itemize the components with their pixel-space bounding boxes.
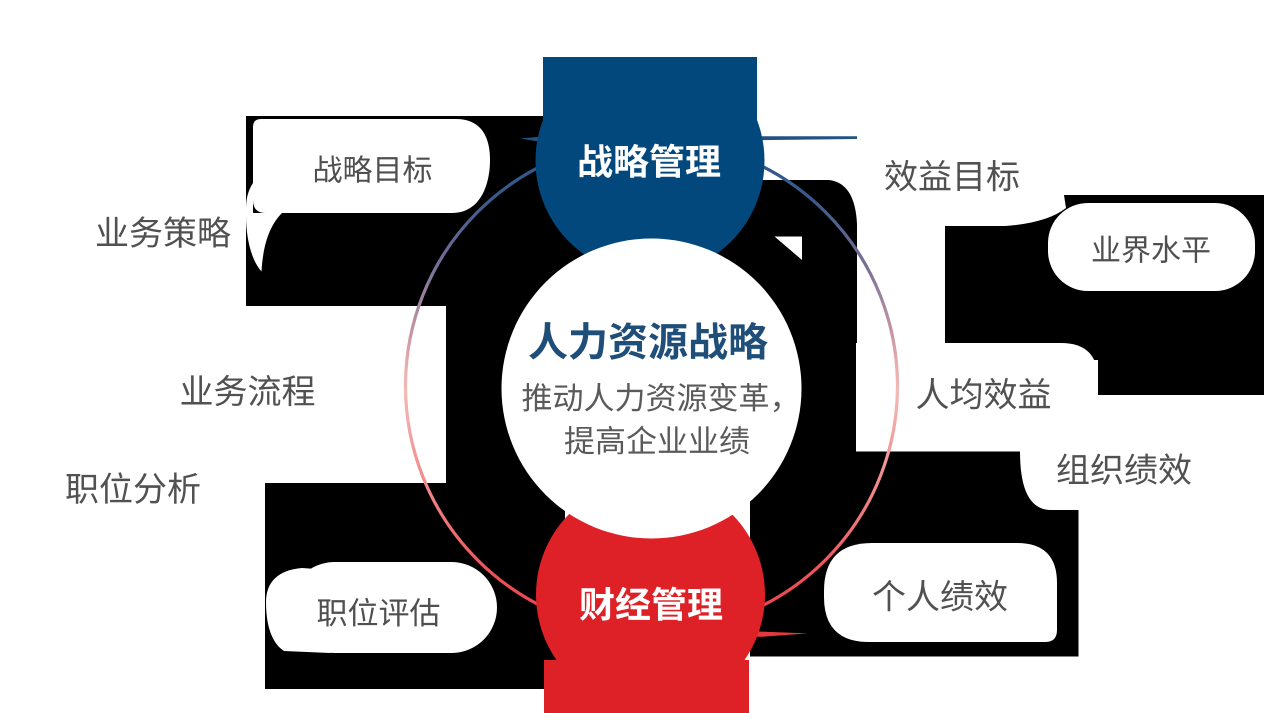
center-title: 人力资源战略 [528, 310, 768, 368]
white-notch-triangle [774, 236, 802, 260]
bottom-node-label: 财经管理 [579, 577, 723, 629]
label-business-strategy: 业务策略 [95, 206, 231, 255]
bubble-job-evaluation [289, 562, 497, 653]
label-per-capita-benefit: 人均效益 [916, 368, 1052, 417]
black-patch-center-right [750, 180, 857, 657]
top-node-shape [535, 57, 765, 276]
bubbles [246, 119, 1255, 653]
center-circle [501, 238, 802, 539]
bubble-strategy-goal [253, 119, 490, 213]
label-business-process: 业务流程 [180, 365, 316, 414]
label-strategy-goal: 战略目标 [313, 146, 433, 190]
label-benefit-goal: 效益目标 [884, 150, 1020, 199]
texts: 战略管理 财经管理 人力资源战略 推动人力资源变革， 提高企业业绩 战略目标 业… [65, 134, 1211, 634]
white-plate-right [856, 343, 1098, 510]
label-job-evaluation: 职位评估 [317, 588, 441, 633]
bubble-personal-performance [824, 543, 1057, 642]
bottom-node-shape [536, 480, 766, 713]
white-plates [774, 236, 1098, 510]
label-job-analysis: 职位分析 [65, 462, 201, 511]
bubble-tail-strategy-goal [246, 183, 282, 272]
label-org-performance: 组织绩效 [1056, 443, 1192, 492]
center-subtitle-line1: 推动人力资源变革， [522, 373, 801, 418]
center-subtitle-line2: 提高企业业绩 [564, 416, 750, 461]
top-node-label: 战略管理 [577, 134, 721, 186]
bubble-industry-level [1048, 203, 1255, 291]
leader-line-bottom [750, 631, 808, 637]
label-personal-performance: 个人绩效 [872, 570, 1008, 619]
label-industry-level: 业界水平 [1091, 226, 1211, 270]
